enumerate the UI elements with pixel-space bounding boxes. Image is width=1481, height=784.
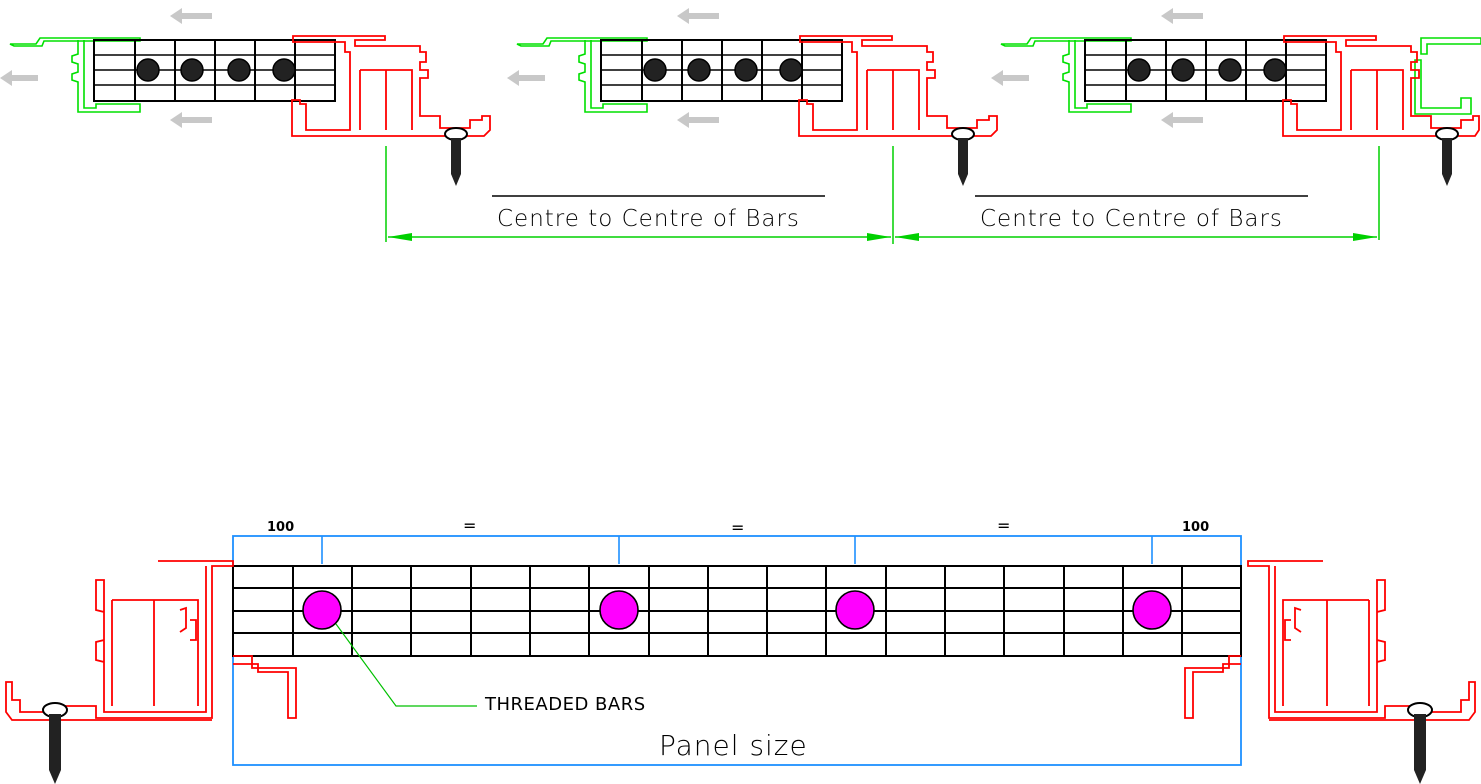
centre-dimension-label-1: Centre to Centre of Bars xyxy=(497,206,800,232)
threaded-bar-2 xyxy=(599,590,639,630)
right-frame-profile xyxy=(1184,560,1476,784)
top-assembly: Centre to Centre of Bars Centre to Centr… xyxy=(0,8,1481,244)
panel-grid xyxy=(232,565,1242,657)
red-frame-profile xyxy=(291,35,491,137)
spacing-label-left: 100 xyxy=(267,520,294,535)
top-section-2 xyxy=(507,8,998,186)
threaded-bar-4 xyxy=(1132,590,1172,630)
spacing-label-right: 100 xyxy=(1182,520,1209,535)
bottom-assembly: 100 = = = 100 xyxy=(5,516,1476,784)
red-frame-profile xyxy=(798,35,998,137)
spacing-label-equal-1: = xyxy=(463,516,476,535)
grey-arrows xyxy=(0,8,212,128)
threaded-bar-1 xyxy=(302,590,342,630)
green-interlock-profile xyxy=(1000,37,1481,115)
black-panel-core xyxy=(600,39,843,102)
fixing-screw xyxy=(444,127,468,186)
centre-dimension-label-2: Centre to Centre of Bars xyxy=(980,206,1283,232)
left-frame-profile xyxy=(5,560,297,721)
red-frame-profile xyxy=(1282,35,1480,137)
right-fixing-screw xyxy=(1407,702,1433,784)
black-panel-core xyxy=(93,39,336,102)
spacing-label-equal-2: = xyxy=(731,518,744,537)
grey-arrows xyxy=(507,8,719,128)
black-panel-core xyxy=(1084,39,1327,102)
threaded-bar-sections xyxy=(136,58,296,82)
top-section-1 xyxy=(0,8,491,186)
centre-dimension-lines xyxy=(385,146,1380,244)
fixing-screw xyxy=(951,127,975,186)
fixing-screw xyxy=(1435,127,1459,186)
threaded-bars-callout: THREADED BARS xyxy=(484,694,646,715)
left-fixing-screw xyxy=(42,702,68,784)
threaded-bar-sections xyxy=(643,58,803,82)
panel-size-label: Panel size xyxy=(659,729,808,762)
threaded-bar-sections xyxy=(1127,58,1287,82)
bar-spacing-ticks xyxy=(321,536,1153,564)
grey-arrows xyxy=(991,8,1203,128)
top-section-3 xyxy=(991,8,1481,186)
callout-leader xyxy=(335,623,477,707)
threaded-bars xyxy=(302,590,1172,630)
threaded-bar-3 xyxy=(835,590,875,630)
spacing-label-equal-3: = xyxy=(997,516,1010,535)
